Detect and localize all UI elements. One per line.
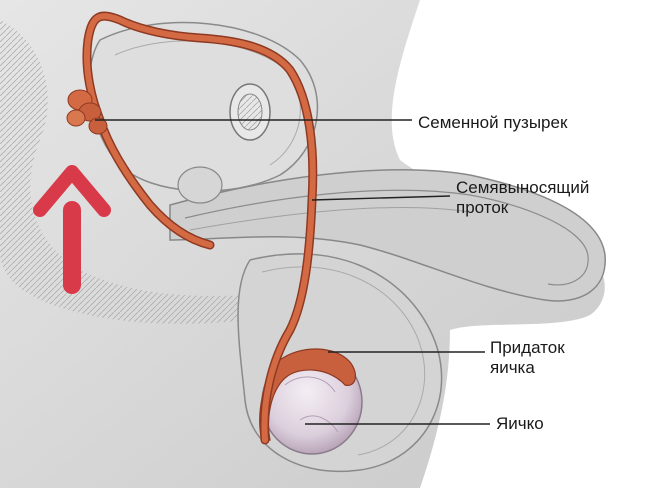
up-arrow-icon [33,165,111,294]
label-seminal-vesicle-text: Семенной пузырек [418,113,568,132]
label-testis-text: Яичко [496,414,544,433]
label-seminal-vesicle: Семенной пузырек [418,113,567,133]
leader-vas [311,195,451,201]
label-epididymis: Придаток яичка [490,338,565,378]
seminal-vesicle [66,89,108,135]
label-epididymis-line2: яичка [490,358,535,377]
label-vas-deferens: Семявыносящий проток [456,178,589,218]
penis-shaft [169,169,606,302]
label-vas-deferens-line1: Семявыносящий [456,178,590,197]
bladder [88,21,319,192]
leader-lines [95,119,490,425]
label-testis: Яичко [496,414,544,434]
label-epididymis-line1: Придаток [490,338,565,357]
label-vas-deferens-line2: проток [456,198,509,217]
prostate [177,166,223,204]
penis-inner [184,189,589,286]
